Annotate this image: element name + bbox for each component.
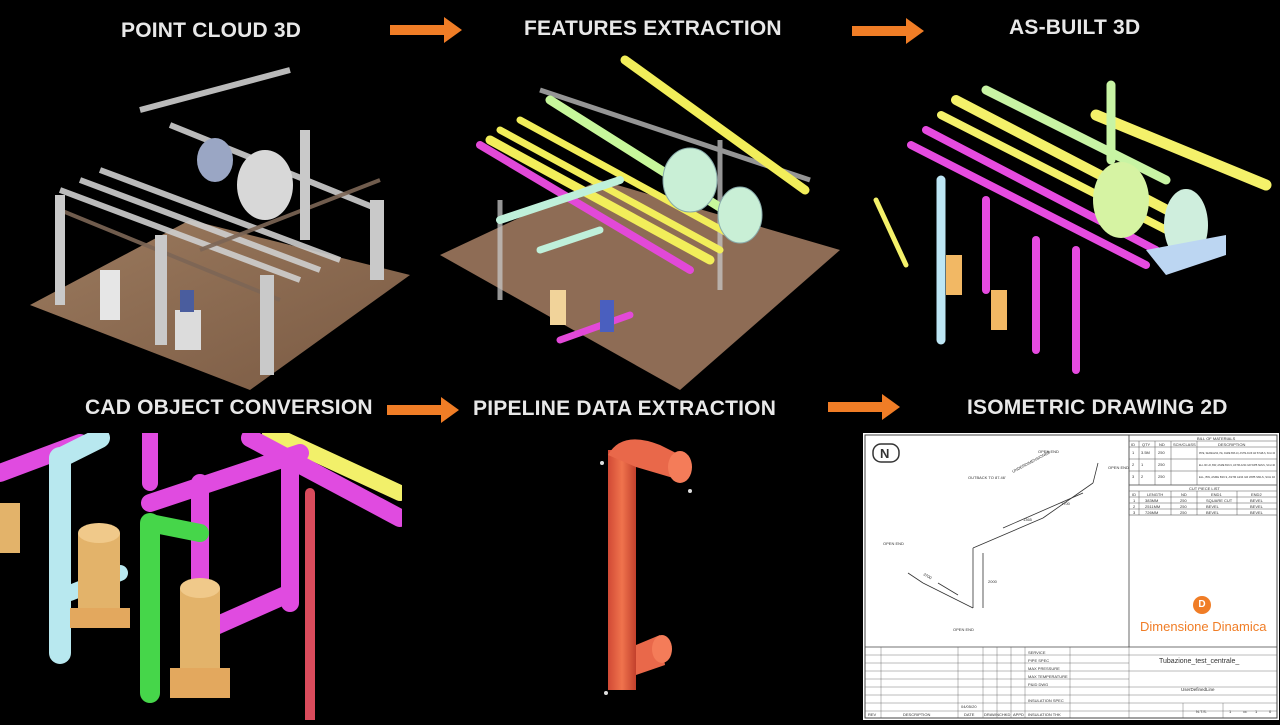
features-extraction-image: [440, 55, 840, 390]
cut-header: END2: [1251, 492, 1262, 497]
cut-header: ND: [1181, 492, 1187, 497]
bom-cell: 1: [1141, 462, 1144, 467]
cut-cell: BEVEL: [1250, 504, 1264, 509]
bom-cell: 3: [1132, 474, 1135, 479]
scale-label: N.T.S.: [1196, 709, 1207, 714]
project-title: Tubazione_test_centrale_: [1159, 658, 1239, 665]
bom-cell: ELL 90 LR, BW, ASME B16.9, ASTM A234 GR …: [1199, 463, 1275, 467]
cut-cell: 383MM: [1145, 498, 1158, 503]
cut-cell: BEVEL: [1206, 504, 1220, 509]
field-label: INSULATION SPEC: [1028, 698, 1064, 703]
cut-header: ID: [1132, 492, 1136, 497]
cut-cell: BEVEL: [1206, 510, 1220, 515]
bom-cell: PIPE, SEAMLESS, PE, ASME B36.10, ASTM A1…: [1199, 451, 1275, 455]
sheet-number: 1: [1229, 709, 1232, 714]
annotation: UNDERDIMENSIONED: [1011, 449, 1051, 473]
bom-cell: 250: [1158, 462, 1165, 467]
bom-cell: 3.5M: [1141, 450, 1150, 455]
cut-header: LENGTH: [1147, 492, 1163, 497]
annotation: 3700: [923, 572, 934, 581]
brand-logo-icon: D: [1193, 596, 1211, 614]
revision-number: 0: [1269, 709, 1272, 714]
pipeline-extraction-image: [600, 439, 692, 695]
sheet-separator: OF: [1243, 710, 1247, 714]
field-label: P&ID DWG: [1028, 682, 1048, 687]
bom-header: DESCRIPTION: [1218, 442, 1245, 447]
isometric-linework: [907, 462, 1099, 609]
step-asbuilt-label: AS-BUILT 3D: [1009, 16, 1141, 39]
step-features-label: FEATURES EXTRACTION: [524, 17, 782, 40]
bottom-header: CHKD: [999, 712, 1010, 717]
bom-cell: 250: [1158, 450, 1165, 455]
bottom-header: DESCRIPTION: [903, 712, 930, 717]
field-label: SERVICE: [1028, 650, 1046, 655]
as-built-3d-image: [873, 80, 1272, 374]
cut-cell: SQUARE CUT: [1206, 498, 1233, 503]
arrow-right-icon: [390, 17, 462, 43]
cut-cell: 1: [1133, 498, 1136, 503]
annotation: OPEN END: [883, 541, 904, 546]
point-cloud-image: [30, 67, 410, 390]
bom-cell: ELL, BW, ASME B16.9, ASTM A234 GR WPB SM…: [1199, 475, 1275, 479]
cut-cell: 250: [1180, 510, 1187, 515]
annotation: OPEN END: [953, 627, 974, 632]
cut-cell: BEVEL: [1250, 498, 1264, 503]
cut-cell: BEVEL: [1250, 510, 1264, 515]
annotation: 1365: [1023, 517, 1033, 522]
cut-cell: 2: [1133, 504, 1136, 509]
line-name: UserDefinedLine: [1181, 687, 1215, 692]
field-label: INSULATION THK: [1028, 712, 1061, 717]
bom-cell: 1: [1132, 450, 1135, 455]
bom-header: ID: [1131, 442, 1135, 447]
bom-cell: 2: [1141, 474, 1144, 479]
step-pipeline-label: PIPELINE DATA EXTRACTION: [473, 397, 777, 420]
cad-conversion-image: [0, 433, 402, 720]
cut-list-title: CUT PIECE LIST: [1189, 486, 1220, 491]
bom-header: ND: [1159, 442, 1165, 447]
sheet-total: 1: [1255, 709, 1258, 714]
arrow-right-icon: [387, 397, 459, 423]
bom-title: BILL OF MATERIALS: [1197, 436, 1236, 441]
field-label: PIPE SPEC: [1028, 658, 1049, 663]
revision-date: 04/05/20: [961, 704, 977, 709]
brand-name: Dimensione Dinamica: [1140, 619, 1267, 634]
isometric-drawing-sheet: N BILL OF MATERIALS ID QTY ND SCH/CLASS …: [863, 433, 1279, 720]
cut-cell: 2511MM: [1145, 504, 1160, 509]
cut-cell: 250: [1180, 498, 1187, 503]
arrow-right-icon: [828, 394, 900, 420]
field-label: MAX PRESSURE: [1028, 666, 1060, 671]
annotation: 1700: [1061, 501, 1071, 506]
cut-cell: 726MM: [1145, 510, 1158, 515]
bottom-header: DATE: [964, 712, 975, 717]
north-arrow-icon: [872, 443, 900, 463]
bottom-header: REV: [868, 712, 877, 717]
field-label: MAX TEMPERATURE: [1028, 674, 1068, 679]
cut-header: END1: [1211, 492, 1222, 497]
bottom-header: DRAWN: [984, 712, 999, 717]
cut-cell: 250: [1180, 504, 1187, 509]
step-point-cloud-label: POINT CLOUD 3D: [121, 19, 302, 42]
bom-header: QTY: [1142, 442, 1151, 447]
bom-cell: 250: [1158, 474, 1165, 479]
annotation: OPEN END: [1038, 449, 1059, 454]
arrow-right-icon: [852, 18, 924, 44]
bottom-header: APPD: [1013, 712, 1024, 717]
cut-cell: 3: [1133, 510, 1136, 515]
annotation: 2000: [988, 579, 998, 584]
bom-header: SCH/CLASS: [1173, 442, 1196, 447]
annotation: OPEN END: [1108, 465, 1129, 470]
north-label: N: [880, 446, 889, 461]
bom-cell: 2: [1132, 462, 1135, 467]
step-cad-label: CAD OBJECT CONVERSION: [85, 396, 373, 419]
annotation: OUTBACK TO 87.46': [968, 475, 1006, 480]
step-isometric-label: ISOMETRIC DRAWING 2D: [967, 396, 1228, 419]
